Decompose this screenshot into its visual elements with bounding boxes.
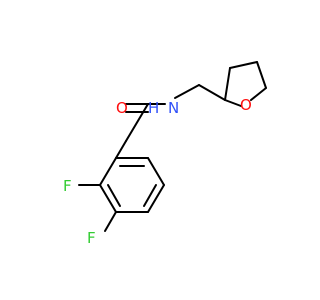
bond-n-ch2: [174, 84, 200, 99]
bond-c1-carbonyl-c: [115, 140, 127, 159]
thf-bond-o-c2: [224, 99, 242, 107]
ring-bond-c4-c5: [147, 184, 165, 213]
carbonyl-oxygen-label: O: [116, 99, 128, 117]
ring-bond-c4-c5-inner: [143, 184, 157, 207]
molecule-structure: O N H O F F: [63, 61, 267, 247]
ring-bond-c5-c6: [147, 157, 165, 186]
fluorine-2-label: F: [63, 177, 72, 195]
bonds: [78, 61, 267, 232]
thf-bond-c5-o: [250, 87, 267, 101]
ring-bond-c2-c3: [99, 184, 117, 213]
thf-bond-c3-c4: [229, 61, 258, 69]
bond-ch2-thf-c2: [198, 84, 226, 101]
atom-labels: O N H O F F: [63, 96, 252, 247]
amide-nitrogen-label: N: [168, 99, 179, 117]
ring-oxygen-label: O: [240, 96, 252, 114]
amide-hydrogen-label: H: [148, 99, 159, 117]
ring-bond-c1-c2: [99, 157, 117, 186]
thf-bond-c4-c5: [256, 61, 267, 89]
ring-bond-c2-c3-inner: [107, 184, 121, 207]
fluorine-3-label: F: [87, 229, 96, 247]
bond-carbonyl-c: [125, 103, 149, 142]
thf-bond-c2-c3: [224, 67, 231, 101]
bond-c3-f3: [104, 211, 117, 232]
